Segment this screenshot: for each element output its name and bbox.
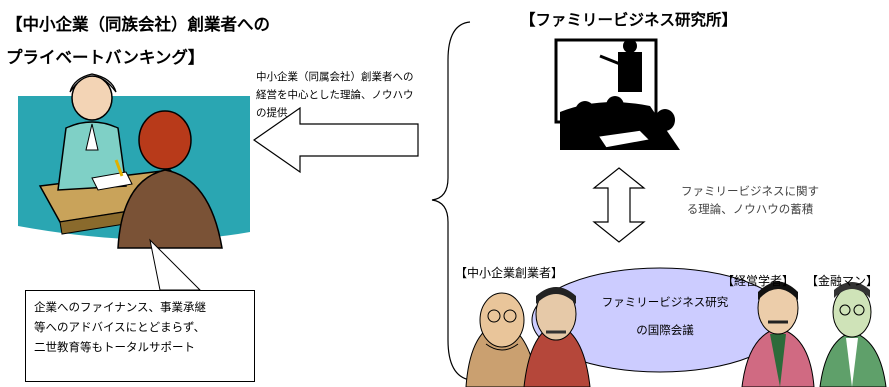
consultation-clipart (18, 73, 250, 249)
client-suit (117, 169, 223, 249)
callout-line1: 企業へのファイナンス、事業承継 (34, 300, 207, 314)
knowledge-accumulation-line2: る理論、ノウハウの蓄積 (686, 202, 814, 216)
conference-table (596, 129, 652, 149)
audience-head-3 (655, 109, 675, 131)
pen-icon (114, 159, 124, 177)
callout-line2: 等へのアドバイスにとどまらず、 (34, 320, 206, 334)
callout-line3: 二世教育等もトータルサポート (34, 340, 195, 354)
family-business-institute-title: 【ファミリービジネス研究所】 (520, 11, 738, 29)
theory-provision-line2: 経営を中心とした理論、ノウハウ (256, 89, 414, 101)
scholar-portrait (741, 281, 815, 387)
banker-jacket (57, 121, 127, 191)
audience-head-1 (575, 101, 595, 123)
founders-label: 【中小企業創業者】 (455, 266, 564, 280)
curly-brace (431, 21, 471, 381)
total-support-callout: 企業へのファイナンス、事業承継 等へのアドバイスにとどまらず、 二世教育等もトー… (25, 290, 255, 382)
conference-line1: ファミリービジネス研究 (601, 295, 729, 309)
theory-provision-text: 中小企業（同属会社）創業者への 経営を中心とした理論、ノウハウ の提供 (256, 68, 456, 122)
banker-hair (69, 73, 117, 93)
scholars-label: 【経営学者】 (722, 274, 795, 288)
international-conference-text: ファミリービジネス研究 の国際会議 (582, 288, 748, 344)
banker-portrait (819, 282, 887, 387)
presenter-figure (618, 52, 642, 92)
presentation-clipart (554, 38, 680, 150)
founder-portrait-2 (523, 287, 591, 387)
document-paper (91, 171, 133, 191)
knowledge-accumulation-line1: ファミリービジネスに関す (681, 184, 819, 198)
private-banking-title: 【中小企業（同族会社）創業者への プライベートバンキング】 (6, 8, 336, 74)
conference-line2: の国際会議 (636, 323, 694, 337)
bankers-label: 【金融マン】 (806, 274, 879, 288)
client-head (138, 110, 192, 170)
pointer-stick (599, 54, 621, 66)
knowledge-accumulation-text: ファミリービジネスに関す る理論、ノウハウの蓄積 (660, 182, 840, 218)
knowledge-accumulation-arrow (592, 167, 646, 243)
theory-provision-line1: 中小企業（同属会社）創業者への (256, 71, 414, 83)
private-banking-title-line2: プライベートバンキング】 (6, 48, 205, 67)
presenter-head (623, 39, 637, 53)
theory-provision-line3: の提供 (256, 107, 288, 119)
private-banking-title-line1: 【中小企業（同族会社）創業者への (6, 15, 270, 34)
knowledge-transfer-arrow (252, 106, 419, 174)
founder-portrait-1 (465, 292, 539, 387)
banker-collar (85, 123, 99, 151)
audience-head-2 (606, 96, 624, 116)
